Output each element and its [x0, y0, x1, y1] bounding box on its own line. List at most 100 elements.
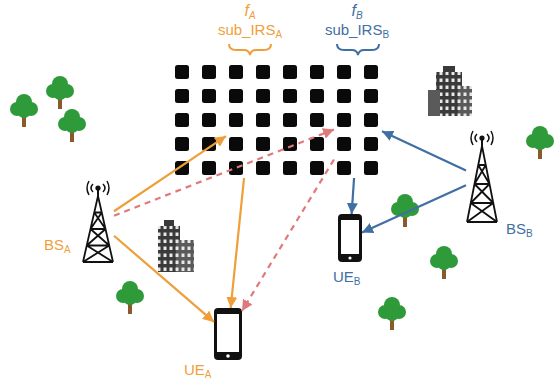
building-block — [428, 90, 440, 116]
signal-link — [114, 236, 214, 322]
label-main: UE — [333, 268, 354, 285]
tree-crown — [123, 291, 137, 305]
antenna — [479, 135, 484, 140]
frequency-label: fA — [244, 2, 255, 22]
base-station-tower — [467, 131, 497, 222]
tree — [391, 194, 419, 227]
irs-element — [229, 89, 243, 103]
irs-element — [175, 137, 189, 151]
irs-subarray: fAsub_IRSA — [226, 62, 274, 178]
irs-element — [310, 161, 324, 175]
label-subscript: B — [382, 29, 389, 40]
irs-element — [337, 113, 351, 127]
label-main: sub_IRS — [218, 21, 276, 38]
tree — [526, 126, 554, 159]
signal-link — [362, 185, 466, 232]
signal-arc — [487, 134, 489, 142]
building-roof — [443, 66, 455, 72]
base-station: BSA — [82, 182, 114, 262]
irs-element-grid — [175, 65, 378, 175]
building-windows — [458, 86, 472, 116]
irs-element — [202, 65, 216, 79]
phone-screen — [217, 314, 239, 352]
irs-element — [229, 65, 243, 79]
tree-crown — [385, 307, 399, 321]
irs-element — [229, 161, 243, 175]
signal-link — [114, 136, 226, 211]
bracket — [229, 44, 271, 55]
irs-element — [283, 89, 297, 103]
tree — [378, 297, 406, 330]
irs-element — [364, 89, 378, 103]
irs-element — [175, 113, 189, 127]
signal-arc — [107, 181, 109, 195]
irs-element — [202, 89, 216, 103]
irs-element — [202, 113, 216, 127]
irs-element — [256, 113, 270, 127]
irs-element — [283, 161, 297, 175]
irs-element — [337, 89, 351, 103]
irs-element — [283, 65, 297, 79]
base-station: BSB — [466, 134, 498, 222]
tower-lattice — [467, 146, 497, 222]
phone-body — [338, 214, 362, 262]
irs-element — [337, 161, 351, 175]
label-main: BS — [506, 220, 526, 237]
antenna-mast — [97, 190, 99, 196]
irs-element — [337, 137, 351, 151]
irs-element — [202, 161, 216, 175]
building-roof — [164, 220, 174, 226]
subarray-label: sub_IRSA — [218, 21, 282, 41]
base-station-tower — [83, 181, 113, 262]
signal-arc — [491, 131, 493, 145]
interference-link — [114, 129, 334, 215]
user-equipment: UEA — [214, 308, 242, 360]
tree — [58, 109, 86, 142]
irs-element — [229, 137, 243, 151]
irs-element — [175, 65, 189, 79]
user-equipment: UEB — [338, 214, 362, 262]
device-label: UEA — [184, 361, 212, 381]
irs-element — [175, 89, 189, 103]
label-subscript: B — [356, 10, 363, 21]
device-label: BSB — [506, 220, 533, 240]
irs-element — [229, 113, 243, 127]
irs-element — [310, 113, 324, 127]
building-windows — [176, 240, 194, 272]
tree-crown — [17, 104, 31, 118]
trees — [10, 76, 554, 330]
building — [428, 66, 472, 116]
irs-element — [256, 161, 270, 175]
building — [158, 220, 194, 272]
bracket — [337, 44, 379, 55]
irs-element — [364, 137, 378, 151]
irs-element — [256, 137, 270, 151]
device-label: BSA — [44, 236, 71, 256]
tree — [46, 76, 74, 109]
device-label: UEB — [333, 268, 361, 288]
irs-subarray: fBsub_IRSB — [334, 62, 382, 178]
label-main: sub_IRS — [325, 21, 383, 38]
label-subscript: B — [354, 276, 361, 287]
signal-link — [231, 178, 244, 308]
tower-lattice — [83, 196, 113, 262]
building-block — [458, 86, 472, 116]
signal-arc — [103, 184, 105, 192]
phone-button — [226, 354, 230, 358]
irs-element — [310, 89, 324, 103]
signal-link — [382, 131, 466, 170]
building-block — [176, 240, 194, 272]
irs-element — [310, 65, 324, 79]
label-main: UE — [184, 361, 205, 378]
irs-element — [283, 113, 297, 127]
tree — [10, 94, 38, 127]
irs-element — [256, 65, 270, 79]
label-subscript: A — [205, 369, 212, 380]
irs-element — [337, 65, 351, 79]
irs-element — [256, 89, 270, 103]
signal-arc — [87, 181, 89, 195]
label-subscript: A — [64, 244, 71, 255]
tree — [430, 246, 458, 279]
signal-arc — [91, 184, 93, 192]
